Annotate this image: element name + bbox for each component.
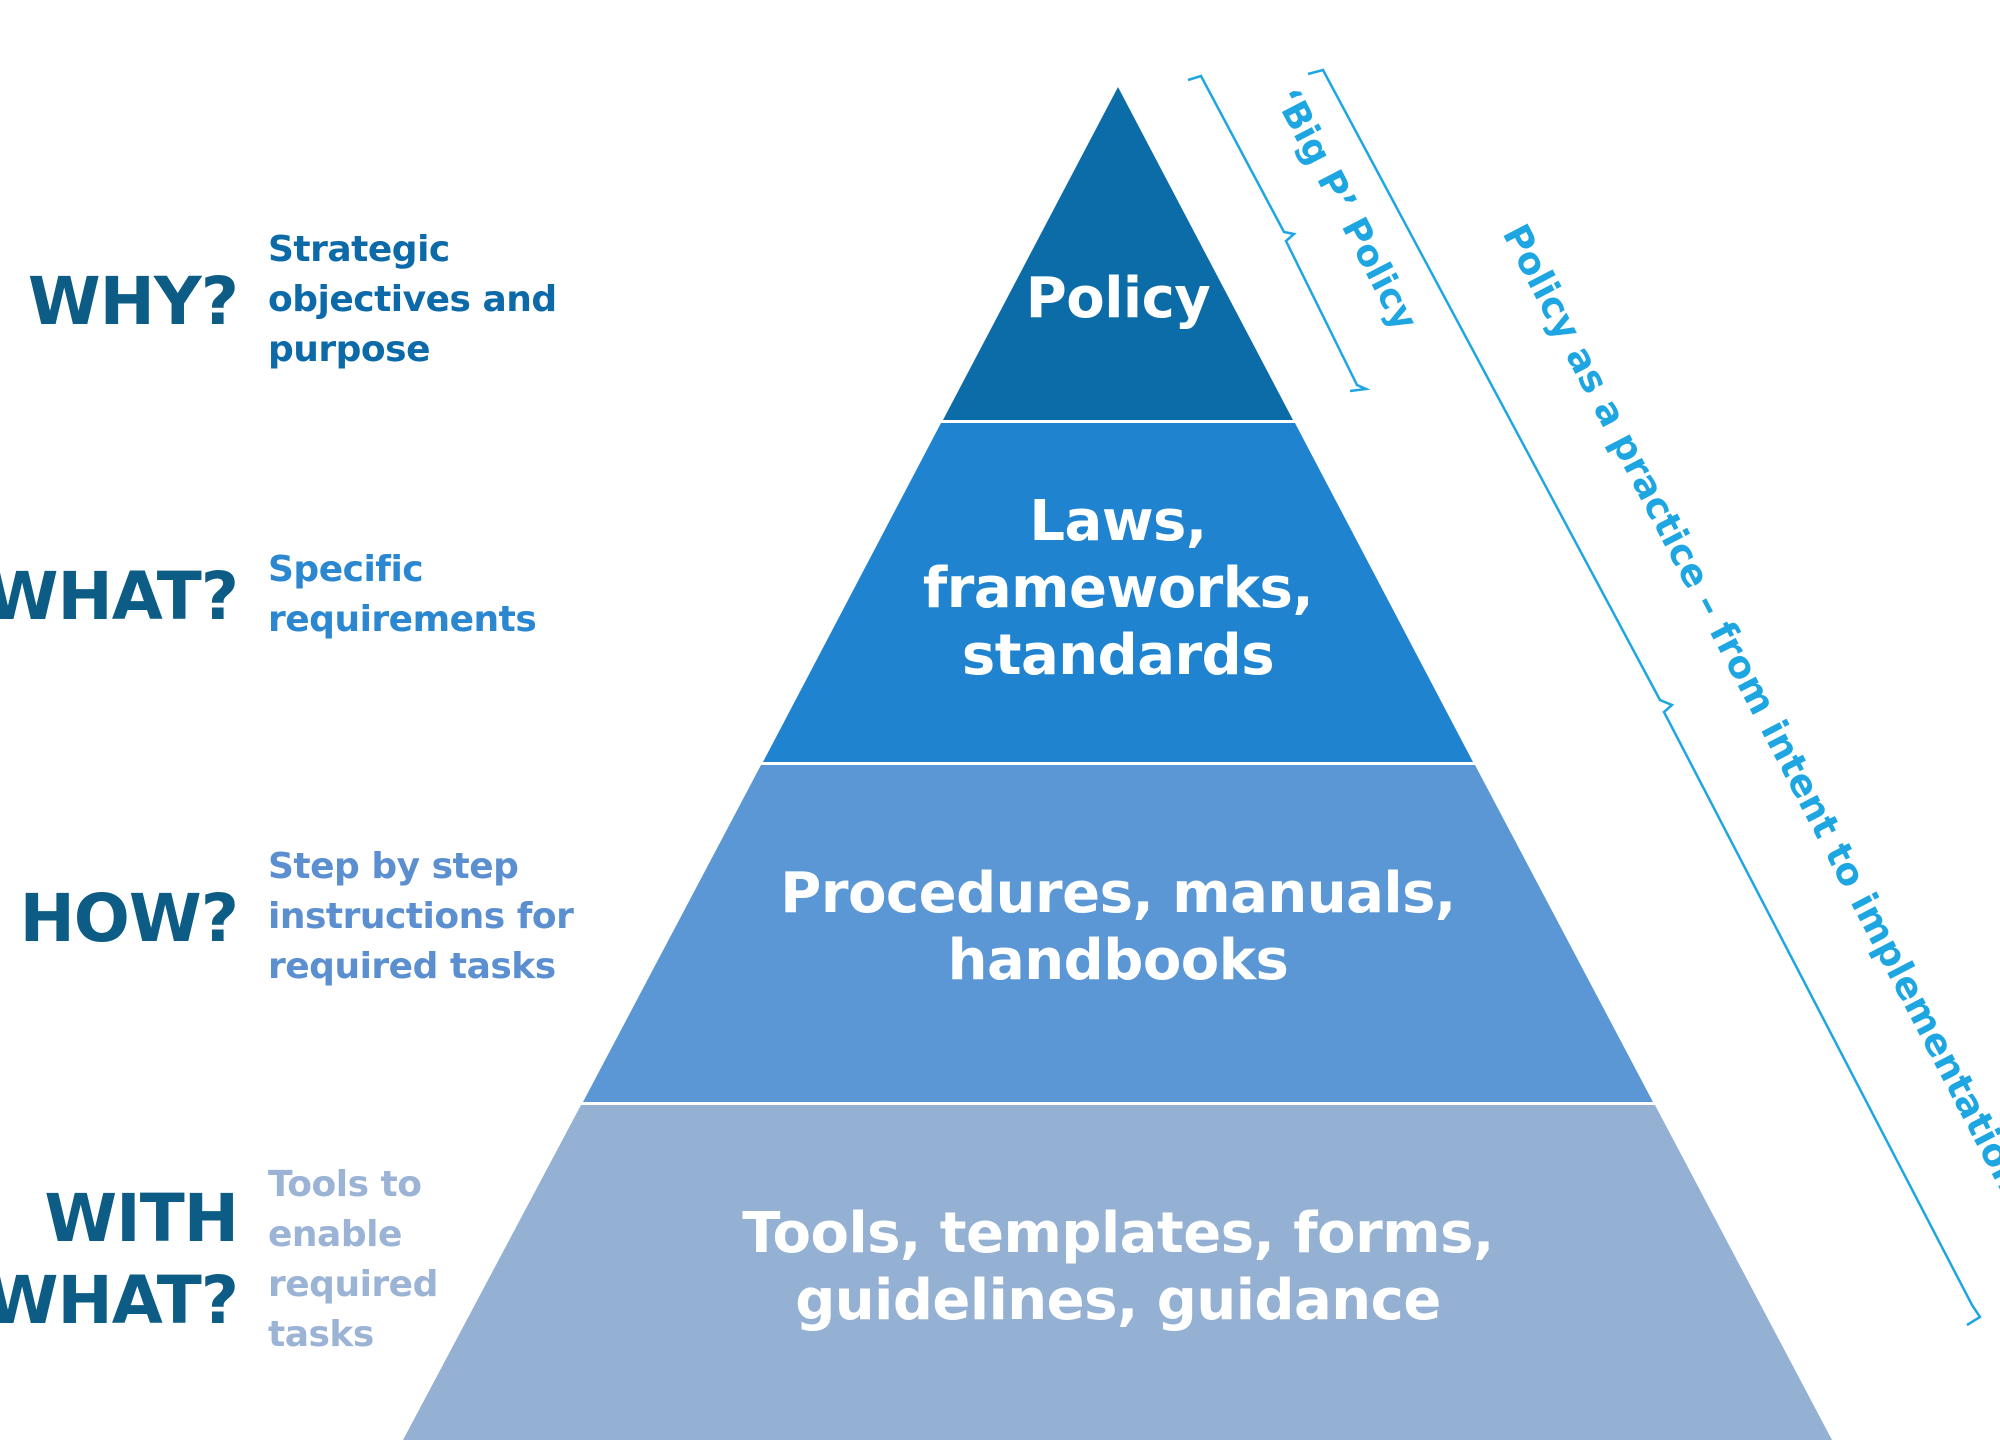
tier-tools-line: Tools, templates, forms, [742,1201,1494,1266]
with-what-description-line: enable [268,1214,402,1255]
with-what-label-line: WITH [44,1180,239,1257]
with-what-description-line: Tools to [268,1164,422,1205]
how-description-line: required tasks [268,946,556,987]
how-label-line: HOW? [19,880,239,957]
why-label: WHY? [27,261,239,343]
tier-laws-line: frameworks, [922,556,1314,621]
why-description-line: purpose [268,329,430,370]
policy-as-practice-bracket [1307,68,1982,1327]
pyramid-tier-tools-templates-forms [403,1105,1832,1440]
tier-procedures-line: Procedures, manuals, [780,861,1456,926]
what-description-line: Specific [268,549,424,590]
tier-procedures-line: handbooks [947,928,1289,993]
pyramid-tier-laws-frameworks-standards [763,423,1473,762]
big-p-policy-bracket [1187,74,1371,393]
with-what-label: WITH WHAT? [0,1178,239,1342]
tier-tools-line: guidelines, guidance [795,1268,1441,1333]
tier-policy-line: Policy [1025,266,1211,331]
tier-laws-line: standards [961,623,1275,688]
tier-policy-text: Policy [918,265,1318,332]
how-description: Step by step instructions for required t… [268,842,574,992]
why-description: Strategic objectives and purpose [268,225,557,375]
why-description-line: objectives and [268,279,557,320]
with-what-label-line: WHAT? [0,1262,239,1339]
tier-laws-line: Laws, [1029,489,1207,554]
how-label: HOW? [19,878,239,960]
why-description-line: Strategic [268,229,450,270]
with-what-description-line: required [268,1264,438,1305]
tier-tools-text: Tools, templates, forms, guidelines, gui… [568,1200,1668,1334]
why-label-line: WHY? [27,263,239,340]
with-what-description-line: tasks [268,1314,374,1355]
how-description-line: instructions for [268,896,574,937]
pyramid-tier-policy [943,87,1293,420]
what-description-line: requirements [268,599,537,640]
what-description: Specific requirements [268,545,537,645]
tier-procedures-text: Procedures, manuals, handbooks [668,860,1568,994]
what-label-line: WHAT? [0,558,239,635]
tier-laws-text: Laws, frameworks, standards [818,488,1418,689]
what-label: WHAT? [0,556,239,638]
pyramid-tier-procedures-manuals-handbooks [583,765,1653,1102]
how-description-line: Step by step [268,846,519,887]
with-what-description: Tools to enable required tasks [268,1160,438,1360]
